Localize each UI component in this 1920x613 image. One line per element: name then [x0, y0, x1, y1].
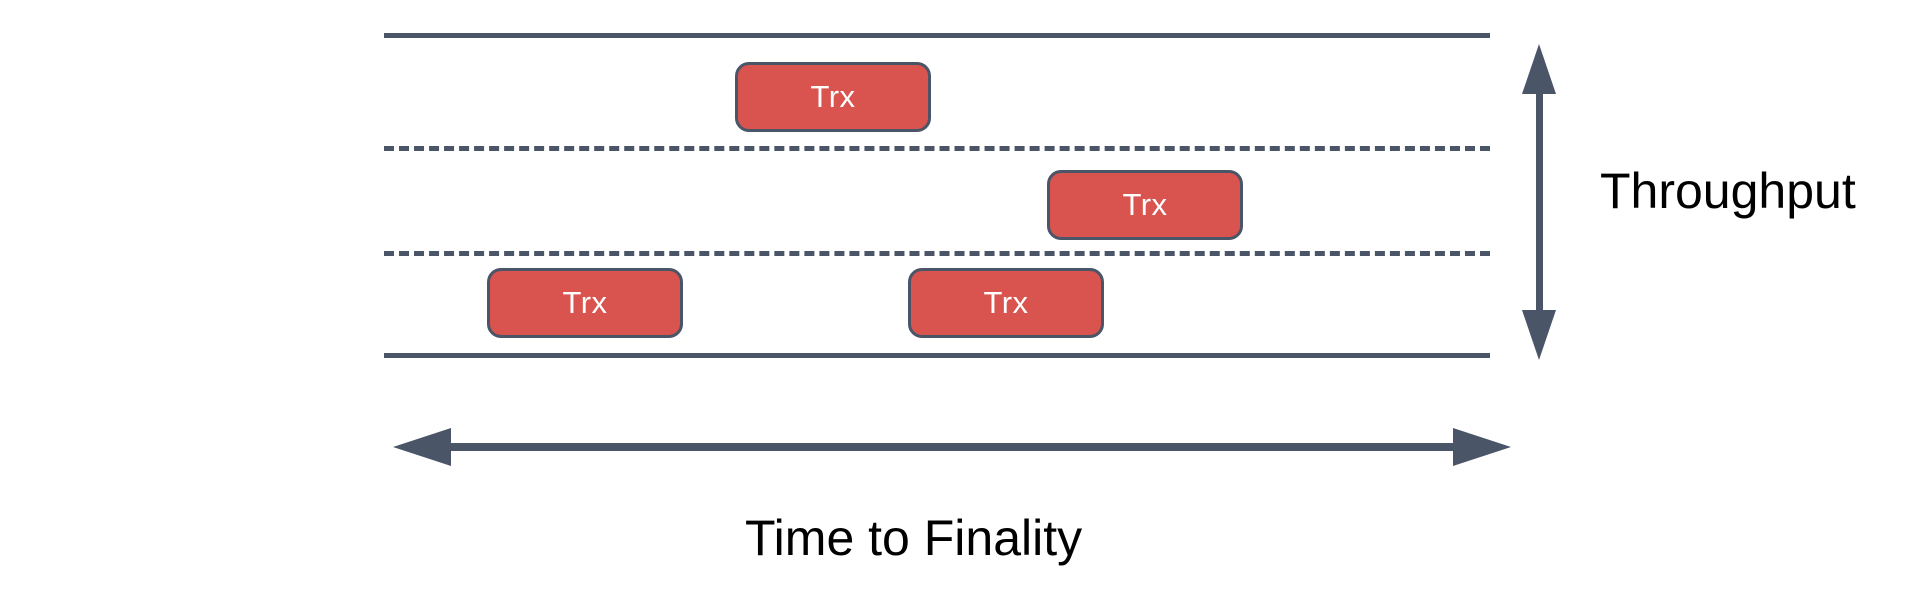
transaction-box: Trx	[1047, 170, 1243, 240]
arrow-shaft-vertical	[1536, 86, 1543, 318]
transaction-box: Trx	[735, 62, 931, 132]
arrow-head-down-icon	[1522, 310, 1556, 360]
arrow-head-right-icon	[1453, 428, 1511, 466]
lane-divider-line-2	[384, 251, 1490, 256]
lane-bottom-boundary-line	[384, 353, 1490, 358]
time-to-finality-axis-label: Time to Finality	[745, 510, 1083, 566]
arrow-head-left-icon	[393, 428, 451, 466]
throughput-axis-label: Throughput	[1600, 163, 1856, 219]
transaction-box: Trx	[908, 268, 1104, 338]
arrow-head-up-icon	[1522, 44, 1556, 94]
throughput-arrow	[1522, 44, 1556, 360]
arrow-shaft-horizontal	[447, 443, 1457, 451]
lane-divider-line-1	[384, 146, 1490, 151]
transaction-box: Trx	[487, 268, 683, 338]
lane-top-boundary-line	[384, 33, 1490, 38]
time-to-finality-arrow	[393, 428, 1511, 466]
